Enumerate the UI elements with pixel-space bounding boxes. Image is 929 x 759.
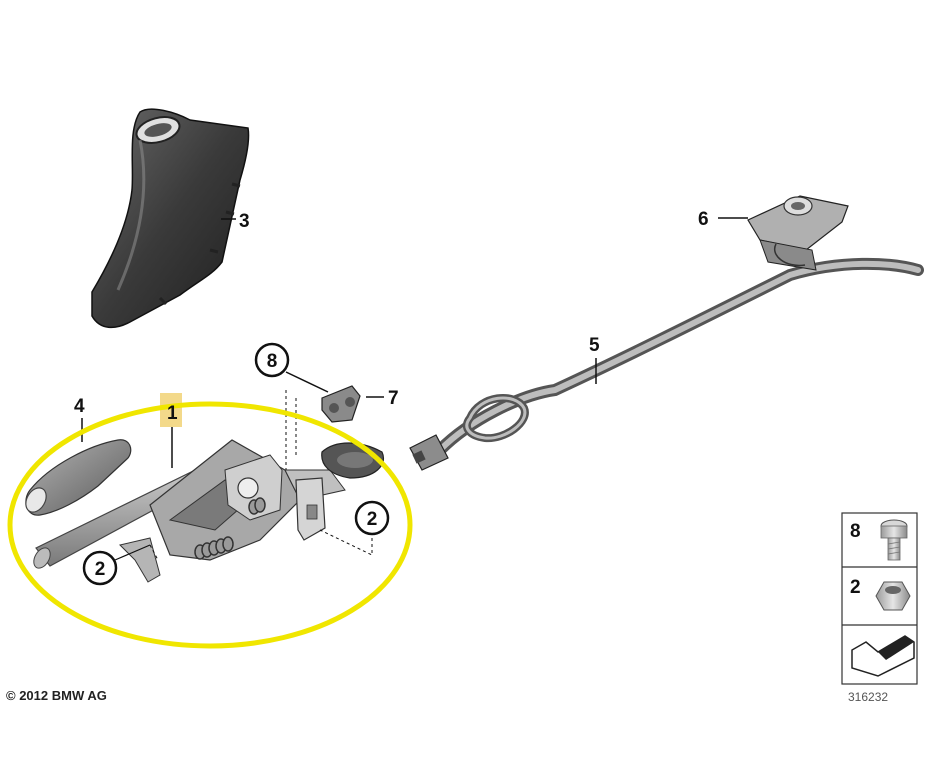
part-3-cover xyxy=(91,108,250,329)
part-4-grip xyxy=(25,439,132,516)
part-1-lever-assembly xyxy=(33,439,384,583)
part-7-clip xyxy=(321,385,361,423)
highlight-ellipse xyxy=(7,401,413,649)
diagram-number: 316232 xyxy=(848,690,889,704)
part-6-clip xyxy=(747,195,849,271)
callout-3: 3 xyxy=(239,211,250,232)
callout-1: 1 xyxy=(167,403,178,424)
callout-2b: 2 xyxy=(367,509,378,530)
callout-2a-circle: 2 xyxy=(82,550,118,586)
callout-1-highlight xyxy=(160,393,182,427)
callout-2a: 2 xyxy=(95,559,106,580)
fastener-legend: 8 2 xyxy=(841,512,918,685)
callout-6: 6 xyxy=(698,209,709,230)
callout-3-box xyxy=(236,208,258,232)
callout-3 xyxy=(221,208,258,232)
wrench-arrow-icon xyxy=(851,635,915,677)
legend-label-8: 8 xyxy=(850,521,861,542)
callout-4: 4 xyxy=(74,396,85,417)
callout-2b-circle: 2 xyxy=(354,500,390,536)
callout-5: 5 xyxy=(589,335,600,356)
nut-icon xyxy=(875,581,911,611)
legend-label-2: 2 xyxy=(850,577,861,598)
bolt-icon xyxy=(880,519,908,561)
callout-7: 7 xyxy=(388,388,399,409)
callout-8: 8 xyxy=(267,351,278,372)
part-5-cable xyxy=(409,257,924,471)
callout-8-circle: 8 xyxy=(254,342,290,378)
copyright-text: © 2012 BMW AG xyxy=(6,688,107,703)
